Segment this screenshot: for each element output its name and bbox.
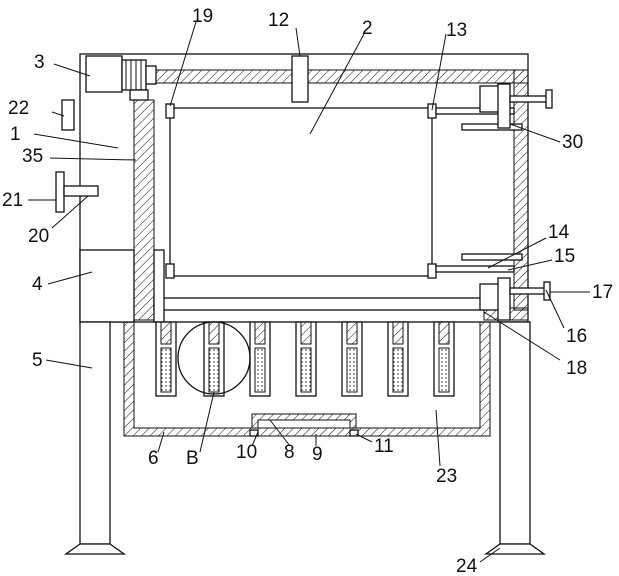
label-B: B: [186, 448, 199, 469]
label-1: 1: [10, 124, 21, 145]
label-8: 8: [284, 442, 295, 463]
label-23: 23: [436, 466, 457, 487]
label-18: 18: [566, 358, 587, 379]
motor-mount: [130, 90, 148, 100]
label-15: 15: [554, 246, 575, 267]
label-24: 24: [456, 556, 478, 576]
label-9: 9: [312, 444, 323, 465]
label-3: 3: [34, 52, 45, 73]
label-11: 11: [374, 436, 394, 457]
label-16: 16: [566, 326, 587, 347]
label-30: 30: [562, 132, 583, 153]
label-35: 35: [22, 146, 43, 167]
partition-wall: [134, 100, 154, 320]
bracket-br: [428, 264, 436, 278]
upper-screw: [510, 96, 548, 102]
label-20: 20: [28, 226, 49, 247]
lower-collar: [498, 278, 510, 320]
label-17: 17: [592, 282, 613, 303]
control-box: [80, 250, 134, 322]
frame-plate: [170, 108, 432, 276]
right-leg: [500, 322, 530, 544]
handle-bar: [64, 186, 98, 196]
drain-bolt-right: [350, 430, 358, 436]
left-foot: [66, 544, 124, 554]
right-wall: [514, 70, 528, 310]
side-panel: [62, 100, 74, 130]
handle-grip: [56, 172, 64, 212]
chamber-floor: [154, 298, 484, 310]
label-14: 14: [548, 222, 570, 243]
left-leg: [80, 322, 110, 544]
label-5: 5: [32, 350, 43, 371]
bracket-bl: [166, 264, 174, 278]
label-2: 2: [362, 18, 373, 39]
upper-collar: [498, 84, 510, 128]
top-clamp: [292, 56, 308, 102]
filter-elements: [156, 322, 454, 396]
label-22: 22: [8, 98, 29, 119]
motor-coupling: [146, 66, 156, 84]
lower-screw: [510, 288, 546, 294]
label-21: 21: [2, 190, 23, 211]
upper-knob: [546, 90, 552, 108]
label-6: 6: [148, 448, 159, 469]
label-10: 10: [236, 442, 257, 463]
lower-rod: [436, 266, 514, 272]
label-12: 12: [268, 10, 289, 31]
right-foot: [486, 544, 544, 554]
label-4: 4: [32, 274, 43, 295]
drain-cover: [252, 414, 356, 428]
label-13: 13: [446, 20, 467, 41]
bracket-tr: [428, 104, 436, 118]
bracket-tl: [166, 104, 174, 118]
motor-body: [86, 56, 122, 92]
label-19: 19: [192, 6, 213, 27]
box-plate: [154, 250, 164, 322]
